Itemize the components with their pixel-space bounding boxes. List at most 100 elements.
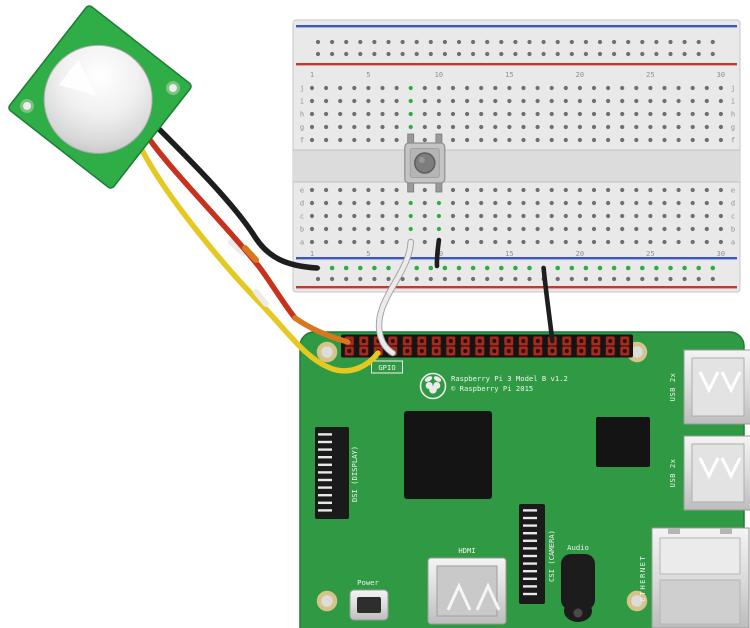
breadboard-hole — [690, 239, 695, 245]
breadboard-rail-hole — [640, 265, 645, 271]
breadboard-hole — [436, 85, 441, 91]
wire-pir-ground[interactable] — [155, 125, 320, 271]
breadboard-rail-hole — [344, 276, 349, 282]
raspberry-pi-board[interactable]: GPIO Raspberry Pi 3 Model B v1.2 © Raspb… — [299, 331, 750, 628]
breadboard-hole — [648, 200, 653, 206]
power-port[interactable] — [349, 589, 389, 621]
breadboard-rail-hole — [471, 276, 476, 282]
row-letter-label: j — [731, 85, 735, 93]
breadboard-rail-hole — [696, 39, 701, 45]
breadboard-hole — [338, 98, 343, 104]
breadboard-hole — [507, 200, 512, 206]
pi-copyright: © Raspberry Pi 2015 — [451, 384, 533, 393]
gpio-header[interactable] — [341, 334, 633, 358]
breadboard-hole — [479, 213, 484, 219]
breadboard-rail-hole — [343, 265, 349, 271]
breadboard-hole — [309, 200, 315, 206]
breadboard-rail-hole — [682, 39, 687, 45]
wire-button-ground-jumper[interactable] — [434, 237, 442, 269]
breadboard-hole — [465, 213, 470, 219]
breadboard-rail-hole — [625, 265, 631, 271]
breadboard-rail-hole — [682, 51, 687, 57]
breadboard-hole — [690, 124, 695, 130]
breadboard-hole — [450, 213, 456, 219]
breadboard-hole — [634, 111, 639, 117]
breadboard-hole — [535, 187, 540, 193]
breadboard-hole — [634, 124, 639, 130]
breadboard-hole — [704, 124, 709, 130]
breadboard-hole — [450, 137, 456, 143]
breadboard-hole — [690, 213, 695, 219]
breadboard-hole — [577, 239, 583, 245]
breadboard-hole — [690, 85, 695, 91]
breadboard-hole — [479, 239, 484, 245]
pir-motion-sensor[interactable] — [7, 4, 192, 189]
breadboard-hole — [436, 213, 441, 219]
breadboard-rail-hole — [710, 51, 715, 57]
wire-pir-power[interactable] — [147, 137, 298, 321]
breadboard-rail-hole — [555, 51, 560, 57]
breadboard-hole — [676, 239, 681, 245]
breadboard-hole — [338, 239, 343, 245]
breadboard-hole — [450, 200, 456, 206]
gpio-pin-hole — [405, 339, 410, 343]
breadboard-rail-hole — [315, 51, 321, 57]
breadboard-hole — [521, 98, 526, 104]
row-letter-label: a — [731, 239, 735, 247]
gpio-pin-hole — [564, 339, 569, 343]
breadboard-rail-hole — [611, 265, 617, 271]
breadboard-rail-hole — [682, 276, 687, 282]
wire-pir-power-tip[interactable] — [292, 315, 351, 345]
gpio-pin-hole — [448, 339, 453, 343]
breadboard-rail-hole — [710, 276, 715, 282]
breadboard-hole — [662, 200, 667, 206]
ethernet-port[interactable] — [651, 527, 750, 628]
breadboard-hole — [450, 226, 456, 232]
breadboard-hole — [507, 98, 512, 104]
csi-connector[interactable] — [519, 504, 545, 604]
gpio-pins[interactable] — [344, 336, 630, 356]
breadboard-hole — [634, 213, 639, 219]
pushbutton[interactable] — [404, 133, 446, 193]
hdmi-port[interactable] — [427, 557, 507, 625]
breadboard-hole — [676, 85, 681, 91]
breadboard-hole — [690, 226, 695, 232]
gpio-pin-hole — [579, 339, 584, 343]
breadboard-hole — [620, 98, 625, 104]
wire-button-signal[interactable] — [376, 239, 413, 356]
breadboard-hole — [577, 137, 583, 143]
breadboard-hole — [309, 137, 315, 143]
wire-pir-signal[interactable] — [139, 147, 381, 374]
breadboard-hole — [380, 111, 385, 117]
breadboard-hole — [309, 187, 315, 193]
breadboard-hole — [507, 124, 512, 130]
pir-fresnel-dome — [43, 44, 153, 154]
button-plunger[interactable] — [414, 152, 436, 174]
breadboard-hole — [422, 239, 427, 245]
breadboard-hole — [465, 124, 470, 130]
breadboard-hole — [436, 98, 441, 104]
breadboard-hole — [634, 137, 639, 143]
usb-port-top[interactable] — [683, 349, 750, 425]
breadboard-hole — [718, 98, 724, 104]
breadboard-hole — [479, 98, 484, 104]
wires — [139, 125, 555, 374]
hdmi-label: HDMI — [458, 546, 475, 555]
breadboard-hole — [634, 239, 639, 245]
breadboard-hole — [352, 239, 357, 245]
breadboard-hole — [450, 124, 456, 130]
gpio-pin-hole — [361, 349, 366, 353]
row-letter-label: c — [731, 213, 735, 221]
usb-port-bottom[interactable] — [683, 435, 750, 511]
breadboard-rail-hole — [428, 51, 433, 57]
audio-jack[interactable] — [561, 554, 595, 622]
breadboard-hole — [408, 213, 413, 219]
column-number-label: 5 — [366, 250, 370, 258]
gpio-pin-hole — [434, 349, 439, 353]
breadboard-hole — [422, 137, 427, 143]
pir-mounting-hole — [20, 98, 35, 113]
dsi-connector[interactable] — [315, 427, 349, 519]
wire-rail-to-gpio-ground[interactable] — [541, 265, 555, 344]
